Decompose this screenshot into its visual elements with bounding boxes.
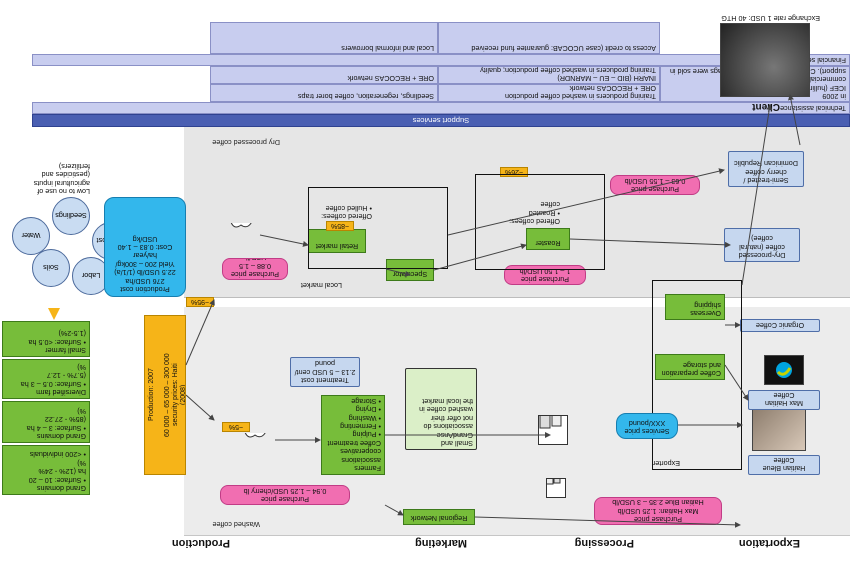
bags-icon-washed [546, 478, 566, 498]
bags-icon-processing [538, 415, 568, 445]
fairtrade-logo [764, 355, 804, 385]
coffee-cherry-icon-dry [230, 223, 260, 245]
coffee-cherry-icon-washed [244, 433, 274, 455]
